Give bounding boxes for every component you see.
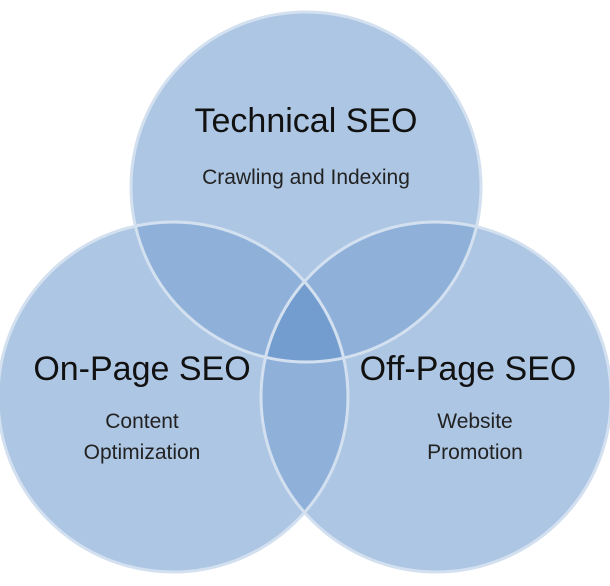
- outline-technical: [129, 10, 483, 364]
- offpage-subtitle-line-1: Website: [437, 410, 512, 433]
- overlap-technical-onpage: [131, 222, 348, 362]
- offpage-subtitle-line-2: Promotion: [427, 441, 523, 464]
- onpage-subtitle-line-1: Content: [105, 410, 179, 433]
- circle-onpage: [0, 222, 348, 572]
- technical-subtitle: Crawling and Indexing: [202, 166, 410, 189]
- offpage-title: Off-Page SEO: [360, 350, 577, 388]
- circle-offpage: [261, 222, 610, 572]
- outline-onpage: [0, 220, 350, 574]
- outline-offpage: [259, 220, 610, 574]
- technical-title: Technical SEO: [195, 102, 418, 140]
- onpage-subtitle-line-2: Optimization: [84, 441, 201, 464]
- overlap-technical-offpage: [261, 222, 481, 362]
- onpage-title: On-Page SEO: [33, 350, 250, 388]
